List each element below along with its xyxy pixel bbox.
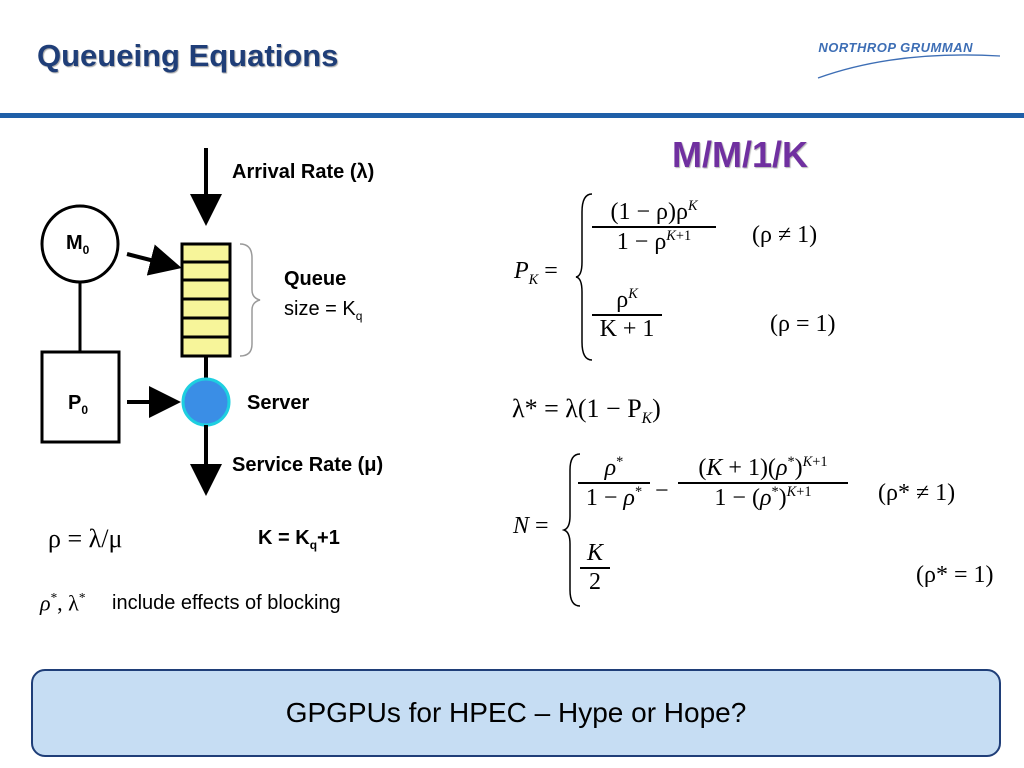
queue-size-label: size = Kq xyxy=(284,298,363,323)
rho-definition: ρ = λ/μ xyxy=(48,524,123,553)
server-label: Server xyxy=(247,392,310,414)
blocking-note: include effects of blocking xyxy=(112,592,341,614)
n-minus-sign: − xyxy=(655,478,669,504)
page-title: Queueing Equations xyxy=(37,38,339,73)
model-label: M/M/1/K xyxy=(672,134,809,175)
server-circle xyxy=(181,377,231,427)
n-brace xyxy=(562,453,581,607)
footer-banner: GPGPUs for HPEC – Hype or Hope? xyxy=(31,669,1001,757)
arrival-rate-label: Arrival Rate (λ) xyxy=(232,161,375,183)
queue-diagram xyxy=(40,148,261,496)
pk-case1-fraction: (1 − ρ)ρK 1 − ρK+1 xyxy=(592,198,716,256)
title-divider xyxy=(0,113,1024,118)
service-rate-label: Service Rate (μ) xyxy=(232,454,384,476)
m0-arrow xyxy=(126,244,182,276)
n-case2-fraction: K 2 xyxy=(580,540,610,596)
n-case1-fraction-b: (K + 1)(ρ*)K+1 1 − (ρ*)K+1 xyxy=(678,454,848,512)
logo-text: NORTHROP GRUMMAN xyxy=(818,40,973,55)
logo-swoosh-icon xyxy=(817,54,1001,79)
blocking-symbols: ρ*, λ* xyxy=(40,590,86,616)
pk-case2-condition: (ρ = 1) xyxy=(770,311,836,337)
northrop-grumman-logo: NORTHROP GRUMMAN xyxy=(796,40,1001,100)
n-case1-fraction-a: ρ* 1 − ρ* xyxy=(578,454,650,512)
queue-stack xyxy=(180,242,232,358)
p0-box xyxy=(40,350,121,444)
queue-brace xyxy=(239,243,261,357)
pk-lhs: PK = xyxy=(514,258,558,288)
pk-case1-condition: (ρ ≠ 1) xyxy=(752,222,818,248)
queue-label: Queue xyxy=(284,268,347,290)
n-lhs: N = xyxy=(513,513,549,539)
m0-label: M0 xyxy=(66,232,90,257)
n-case2-condition: (ρ* = 1) xyxy=(916,562,994,588)
pk-brace xyxy=(575,193,593,361)
lambda-star-equation: λ* = λ(1 − PK) xyxy=(512,394,661,428)
kq-equation: K = Kq+1 xyxy=(258,527,340,552)
pk-case2-fraction: ρK K + 1 xyxy=(592,286,662,343)
p0-label: P0 xyxy=(68,392,89,417)
n-case1-condition: (ρ* ≠ 1) xyxy=(878,480,956,506)
